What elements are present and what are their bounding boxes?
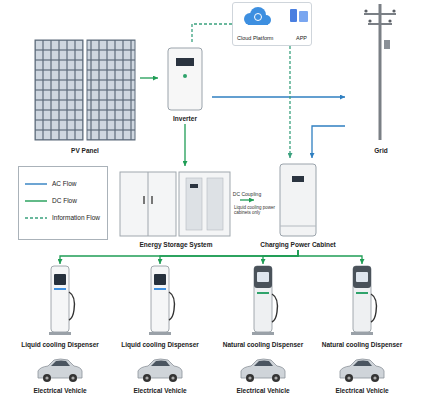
node-label: Energy Storage System (140, 241, 213, 249)
legend-line-sample (25, 215, 47, 221)
node-label: Liquid cooling Dispenser (121, 341, 199, 349)
dc-flow-connector (263, 250, 298, 264)
dc-flow-connector (298, 250, 362, 264)
legend-label: Information Flow (52, 214, 100, 222)
dispenser: Natural cooling Dispenser (313, 264, 411, 350)
dc-flow-connector (184, 124, 185, 166)
dispenser: Liquid cooling Dispenser (111, 264, 209, 350)
node-label: PV Panel (71, 147, 99, 155)
dc-flow-connector (60, 250, 298, 264)
dc-flow-connector (160, 250, 298, 264)
node-label: Natural cooling Dispenser (223, 341, 304, 349)
legend-item: AC Flow (25, 180, 101, 188)
node-label: APP (296, 35, 307, 42)
charging-cabinet: Charging Power Cabinet (254, 158, 342, 250)
node-label: Charging Power Cabinet (260, 241, 335, 249)
ac-flow-connector (212, 96, 345, 97)
node-label: Cloud Platform (237, 35, 273, 42)
legend-line-sample (25, 198, 47, 204)
legend-label: DC Flow (52, 197, 77, 205)
node-label: Liquid cooling Dispenser (21, 341, 99, 349)
node-label: Grid (374, 147, 387, 155)
node-label: Electrical Vehicle (33, 387, 86, 395)
node-label: Inverter (173, 115, 197, 123)
node-label: Electrical Vehicle (335, 387, 388, 395)
utility-grid: Grid (345, 2, 417, 156)
vehicle: Electrical Vehicle (223, 352, 303, 396)
legend-label: AC Flow (52, 180, 77, 188)
ac-flow-connector (312, 126, 345, 158)
note-label: Liquid cooling power cabinets only (234, 205, 276, 216)
energy-storage: Energy Storage System (112, 166, 240, 250)
vehicle: Electrical Vehicle (20, 352, 100, 396)
legend-item: Information Flow (25, 214, 101, 222)
info-flow-connector (289, 46, 290, 158)
dispenser: Natural cooling Dispenser (214, 264, 312, 350)
vehicle: Electrical Vehicle (322, 352, 402, 396)
node-label: Electrical Vehicle (133, 387, 186, 395)
edge-label: DC Coupling (233, 191, 261, 197)
solar-panel: PV Panel (30, 36, 140, 156)
vehicle: Electrical Vehicle (120, 352, 200, 396)
info-flow-connector (192, 24, 232, 44)
inverter: Inverter (158, 44, 212, 124)
cloud-platform: Cloud Platform APP (232, 2, 312, 46)
dispenser: Liquid cooling Dispenser (11, 264, 109, 350)
node-label: Natural cooling Dispenser (322, 341, 403, 349)
dc-flow-connector (140, 77, 158, 78)
legend-line-sample (25, 181, 47, 187)
legend: AC Flow DC FlowInformation Flow (18, 166, 108, 240)
dc-flow-connector (240, 199, 254, 200)
node-label: Electrical Vehicle (236, 387, 289, 395)
legend-item: DC Flow (25, 197, 101, 205)
